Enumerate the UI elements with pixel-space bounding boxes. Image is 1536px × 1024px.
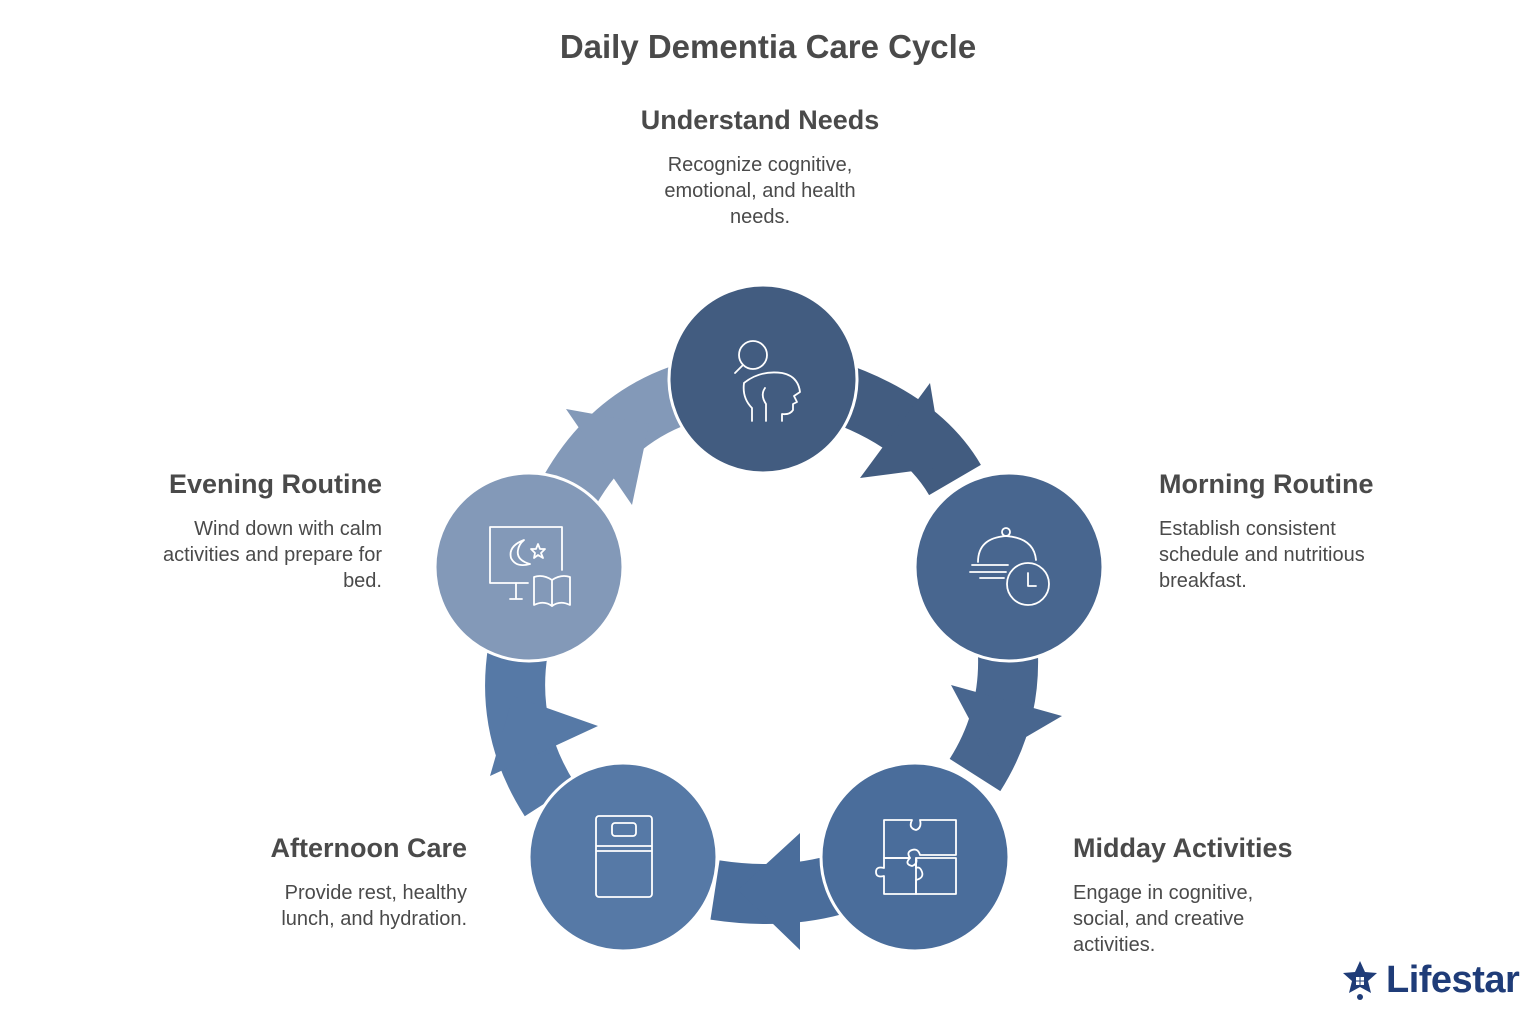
desc-line: Provide rest, healthy: [284, 882, 467, 904]
moon-screen-book-icon: [489, 526, 571, 607]
circle-understand-needs: [667, 283, 859, 475]
arrow-evening-to-understand: [543, 366, 691, 506]
circle-midday-activities: [819, 761, 1011, 953]
circle-morning-routine: [913, 471, 1105, 663]
desc-line: social, and creative: [1073, 908, 1245, 930]
desc-line: Wind down with calm: [194, 518, 382, 540]
desc-line: activities.: [1073, 934, 1156, 956]
arrow-morning-to-midday: [949, 654, 1062, 792]
desc-line: activities and prepare for: [162, 544, 382, 566]
stage-description: Provide rest, healthy lunch, and hydrati…: [167, 880, 467, 932]
desc-line: breakfast.: [1159, 570, 1247, 592]
stage-heading: Evening Routine: [168, 469, 382, 499]
stage-morning-routine: Morning Routine Establish consistent sch…: [1159, 468, 1489, 594]
head-magnifier-icon: [734, 340, 801, 422]
logo-text: Lifestar: [1386, 958, 1520, 1001]
stage-midday-activities: Midday Activities Engage in cognitive, s…: [1073, 832, 1373, 958]
desc-line: Establish consistent: [1159, 518, 1336, 540]
stage-description: Engage in cognitive, social, and creativ…: [1073, 880, 1373, 958]
stage-evening-routine: Evening Routine Wind down with calm acti…: [112, 468, 382, 594]
puzzle-icon: [875, 819, 957, 895]
star-house-icon: [1343, 961, 1377, 1000]
stage-heading: Understand Needs: [640, 105, 880, 135]
meal-clock-icon: [969, 527, 1050, 606]
brand-logo: Lifestar: [1340, 956, 1530, 1004]
diagram-title: Daily Dementia Care Cycle: [559, 28, 977, 65]
stage-afternoon-care: Afternoon Care Provide rest, healthy lun…: [167, 832, 467, 932]
stage-heading: Afternoon Care: [270, 833, 467, 863]
arrow-midday-to-afternoon: [710, 833, 843, 950]
stage-description: Wind down with calm activities and prepa…: [112, 516, 382, 594]
stage-description: Establish consistent schedule and nutrit…: [1159, 516, 1489, 594]
desc-line: needs.: [729, 206, 791, 228]
desc-line: Engage in cognitive,: [1073, 882, 1254, 904]
desc-line: lunch, and hydration.: [281, 908, 467, 930]
stage-heading: Midday Activities: [1073, 833, 1293, 863]
circle-afternoon-care: [527, 761, 719, 953]
stage-heading: Morning Routine: [1159, 469, 1374, 499]
arrow-afternoon-to-evening: [485, 645, 598, 817]
circle-evening-routine: [433, 471, 625, 663]
desc-line: schedule and nutritious: [1159, 544, 1365, 566]
desc-line: bed.: [343, 570, 382, 592]
stage-description: Recognize cognitive, emotional, and heal…: [640, 152, 880, 230]
desc-line: emotional, and health: [664, 180, 856, 202]
stage-understand-needs: Understand Needs Recognize cognitive, em…: [560, 104, 960, 230]
bed-icon: [595, 815, 653, 898]
desc-line: Recognize cognitive,: [667, 154, 853, 176]
